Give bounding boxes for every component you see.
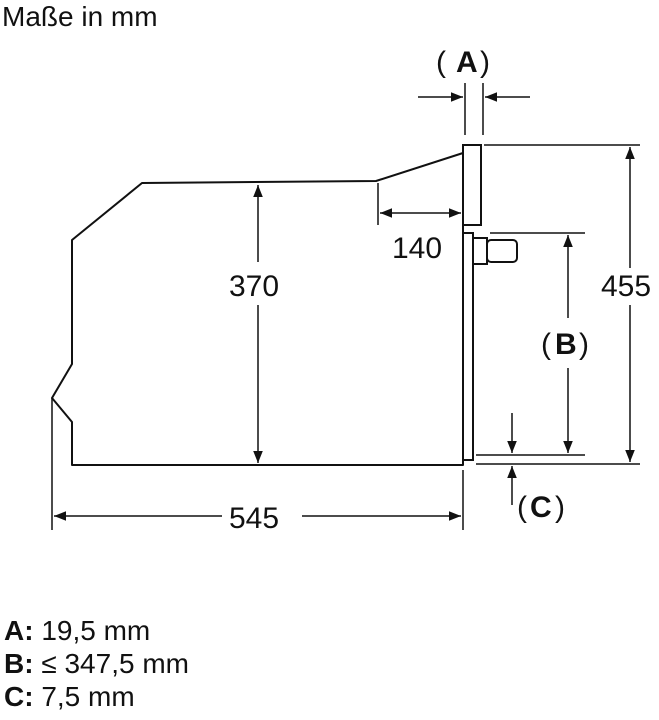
front-panel-lower <box>462 232 474 461</box>
dim-545-label: 545 <box>229 502 279 535</box>
legend-row-b: B: ≤ 347,5 mm <box>4 647 189 680</box>
front-panel-upper <box>462 144 482 226</box>
dim-c-paren-open: ( <box>517 491 527 524</box>
legend-value-a: 19,5 mm <box>41 615 151 646</box>
dim-370-label: 370 <box>229 270 279 303</box>
dim-b-paren-open: ( <box>541 328 551 361</box>
page-title: Maße in mm <box>2 1 158 32</box>
dim-a-label: A <box>456 46 478 79</box>
legend-value-b: ≤ 347,5 mm <box>41 648 189 679</box>
dim-b-paren-close: ) <box>579 328 589 361</box>
control-knob <box>472 237 488 265</box>
dim-140-label: 140 <box>392 232 442 265</box>
extension-lines <box>51 83 640 530</box>
legend-row-c: C: 7,5 mm <box>4 680 189 713</box>
appliance-outline <box>51 152 464 466</box>
dim-455-label: 455 <box>601 270 651 303</box>
legend-key-c: C: <box>4 681 34 712</box>
legend-value-c: 7,5 mm <box>41 681 135 712</box>
dim-a-paren-open: ( <box>436 46 446 79</box>
dim-a-paren-close: ) <box>480 46 490 79</box>
dimension-legend: A: 19,5 mm B: ≤ 347,5 mm C: 7,5 mm <box>4 614 189 713</box>
control-knob-cap <box>486 239 518 263</box>
dim-c-paren-close: ) <box>555 491 565 524</box>
dim-b-label: B <box>555 328 577 361</box>
dim-c-label: C <box>530 491 552 524</box>
legend-row-a: A: 19,5 mm <box>4 614 189 647</box>
legend-key-b: B: <box>4 648 34 679</box>
legend-key-a: A: <box>4 615 34 646</box>
